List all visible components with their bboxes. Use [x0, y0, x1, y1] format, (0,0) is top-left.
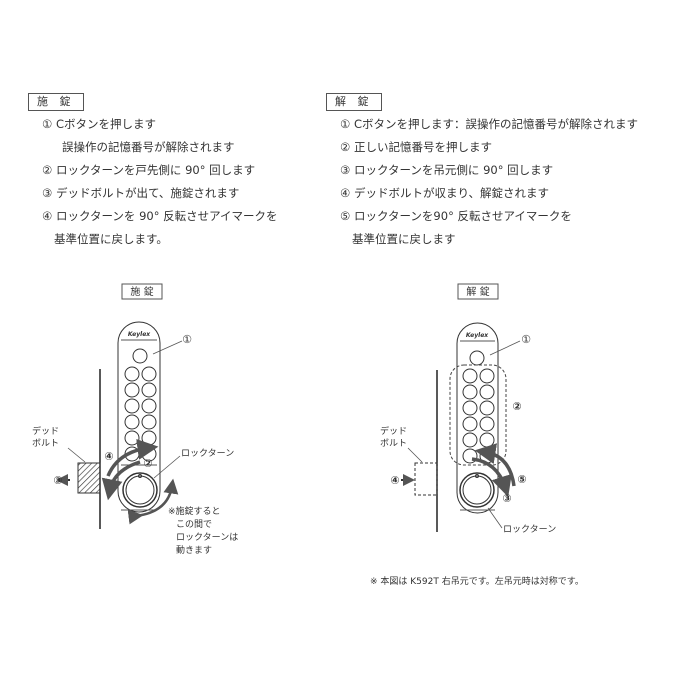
bolt-label: ボルト [32, 438, 59, 449]
keypad-button [479, 400, 495, 416]
unlock-diagram-title: 解 錠 [466, 285, 489, 298]
lock-step: 誤操作の記憶番号が解除されます [62, 140, 235, 154]
keypad-button [124, 398, 140, 414]
marker-3: ③ [53, 474, 62, 487]
arrow-2 [101, 460, 141, 501]
lock-turn [459, 472, 495, 508]
keypad-button [141, 398, 157, 414]
marker-1: ① [182, 333, 192, 346]
rotation-range-arrow [127, 478, 179, 525]
lock-step: ③ デッドボルトが出て、施錠されます [42, 186, 240, 200]
marker-5: ⑤ [517, 473, 526, 486]
keypad-button [479, 384, 495, 400]
keypad-button [462, 416, 478, 432]
marker-1: ① [521, 333, 531, 346]
keypad-button [479, 432, 495, 448]
bolt-label: ボルト [380, 438, 407, 449]
lock-step: 基準位置に戻します。 [54, 232, 168, 246]
keypad-button [124, 366, 140, 382]
lock-step: ② ロックターンを戸先側に 90° 回します [42, 163, 256, 177]
keypad-button [124, 430, 140, 446]
keypad-button [462, 384, 478, 400]
code-buttons-highlight [449, 364, 507, 466]
unlock-instructions: 解 錠 ① Cボタンを押します：誤操作の記憶番号が解除されます ② 正しい記憶番… [326, 90, 638, 251]
lock-diagram-title: 施 錠 [130, 285, 153, 298]
lock-step: ① Cボタンを押します [42, 117, 156, 131]
bolt-label: デッド [380, 425, 407, 437]
keypad-button [141, 430, 157, 446]
marker-2: ② [512, 400, 521, 413]
keypad-button [462, 400, 478, 416]
unlock-step: ⑤ ロックターンを90° 反転させアイマークを [340, 209, 572, 223]
footnote: ※ 本図は K592T 右吊元です。左吊元時は対称です。 [370, 577, 584, 587]
brand-logo: Keylex [128, 331, 151, 338]
keypad-button [469, 350, 485, 366]
lock-turn [122, 472, 158, 508]
marker-2: ② [143, 457, 152, 470]
keypad-button [479, 416, 495, 432]
keypad-button [141, 366, 157, 382]
lock-instructions: 施 錠 ① Cボタンを押します 誤操作の記憶番号が解除されます ② ロックターン… [28, 90, 278, 251]
deadbolt [77, 462, 101, 494]
keypad-button [462, 432, 478, 448]
marker-4: ④ [390, 474, 399, 487]
marker-3: ③ [502, 492, 511, 505]
keypad-button [462, 368, 478, 384]
unlock-diagram: 解 錠 Keylex ④ ③ ⑤ ② ① デッド ボルト ロックターン [380, 283, 556, 535]
arrow-5 [474, 443, 516, 487]
unlock-step: 基準位置に戻します [352, 232, 456, 246]
deadbolt-retracted [414, 462, 438, 496]
turn-label: ロックターン [503, 524, 556, 535]
keypad-button [141, 382, 157, 398]
unlock-step: ② 正しい記憶番号を押します [340, 140, 492, 154]
lock-diagram: 施 錠 Keylex ③ ④ ② ① デッド ボルト ロックターン ※施錠すると… [32, 283, 238, 556]
bolt-label: デッド [32, 425, 59, 437]
keypad-button [132, 348, 148, 364]
unlock-heading: 解 錠 [326, 93, 382, 111]
unlock-step: ④ デッドボルトが収まり、解錠されます [340, 186, 550, 200]
brand-logo: Keylex [466, 332, 489, 339]
lock-heading: 施 錠 [28, 93, 84, 111]
keypad-buttons [124, 348, 157, 462]
marker-4: ④ [104, 450, 113, 463]
keypad-button [124, 414, 140, 430]
note-line: ロックターンは [176, 532, 238, 543]
turn-label: ロックターン [181, 448, 234, 459]
note-line: 動きます [176, 545, 212, 556]
lock-step: ④ ロックターンを 90° 反転させアイマークを [42, 209, 278, 223]
unlock-step: ① Cボタンを押します：誤操作の記憶番号が解除されます [340, 117, 638, 131]
keypad-button [141, 414, 157, 430]
note-line: この間で [176, 519, 212, 530]
note-line: ※施錠すると [168, 505, 221, 517]
arrow-4 [106, 438, 159, 477]
keypad-button [479, 368, 495, 384]
unlock-step: ③ ロックターンを吊元側に 90° 回します [340, 163, 554, 177]
keypad-button [124, 382, 140, 398]
